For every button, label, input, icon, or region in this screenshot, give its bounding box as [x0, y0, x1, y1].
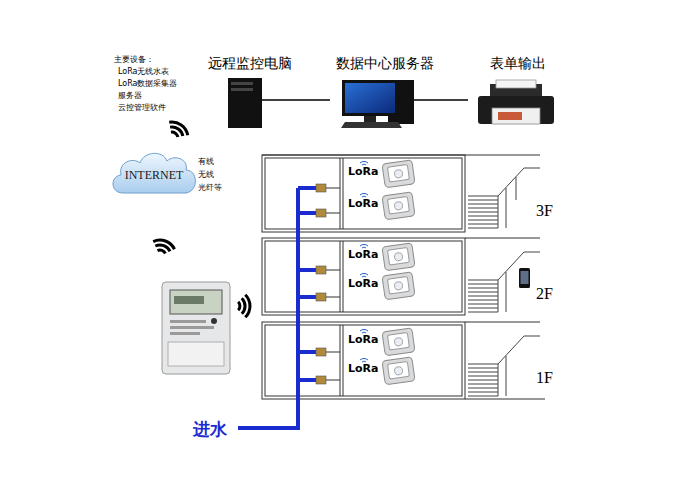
- connection-line: [440, 99, 468, 101]
- wifi-symbol: [238, 295, 250, 318]
- node-heading: 数据中心服务器: [330, 55, 440, 72]
- lora-tag: LoRa: [348, 334, 378, 346]
- water-inlet-label: 进水: [193, 420, 227, 439]
- cloud-label: INTERNET: [108, 148, 200, 199]
- water-meter-icon: [382, 243, 415, 271]
- signal-mark: [360, 358, 368, 362]
- lora-tag: LoRa: [348, 166, 378, 178]
- floor-number: 3F: [536, 202, 553, 220]
- pipe-stub: [326, 188, 340, 380]
- equipment-list-item: 云控管理软件: [118, 104, 166, 113]
- signal-mark: [360, 193, 368, 197]
- phone-icon: [519, 268, 530, 288]
- water-meter-icon: [382, 160, 415, 188]
- floor-number: 2F: [536, 285, 553, 303]
- server-node: 数据中心服务器: [330, 55, 440, 135]
- lora-tag: LoRa: [348, 249, 378, 261]
- signal-mark: [360, 273, 368, 277]
- wifi-symbol: [165, 118, 190, 141]
- lora-tag: LoRa: [348, 198, 378, 210]
- equipment-list-item: LoRa数据采集器: [118, 80, 178, 89]
- node-heading: 远程监控电脑: [200, 55, 300, 72]
- water-meter-icon: [382, 357, 415, 385]
- water-meter-icons: [360, 160, 415, 385]
- network-type: 无线: [198, 171, 214, 180]
- lora-tag: LoRa: [348, 278, 378, 290]
- printer-icon: [478, 80, 554, 124]
- signal-mark: [360, 244, 368, 248]
- water-meter-icon: [382, 272, 415, 300]
- wifi-symbol: [151, 237, 176, 256]
- building-outline: [262, 155, 545, 399]
- staircase: [468, 168, 540, 396]
- signal-mark: [360, 329, 368, 333]
- valve: [316, 184, 326, 384]
- data-collector-icon: [162, 282, 230, 374]
- network-type: 光纤等: [198, 184, 222, 193]
- node-heading: 表单输出: [468, 55, 568, 72]
- water-meter-icon: [382, 328, 415, 356]
- lora-tag: LoRa: [348, 363, 378, 375]
- monitor-pc-node: 远程监控电脑: [200, 55, 300, 135]
- floor-number: 1F: [536, 369, 553, 387]
- network-type: 有线: [198, 158, 214, 167]
- equipment-list-item: 服务器: [118, 92, 142, 101]
- internet-cloud: INTERNET: [108, 148, 200, 196]
- connection-line: [300, 99, 330, 101]
- server-pc-icon: [341, 80, 440, 128]
- water-pipe: [238, 188, 316, 428]
- signal-mark: [360, 161, 368, 165]
- equipment-list-heading: 主要设备：: [114, 56, 154, 65]
- printer-node: 表单输出: [468, 55, 568, 135]
- equipment-list-item: LoRa无线水表: [118, 68, 170, 77]
- water-meter-icon: [382, 192, 415, 220]
- tower-pc-icon: [228, 78, 300, 128]
